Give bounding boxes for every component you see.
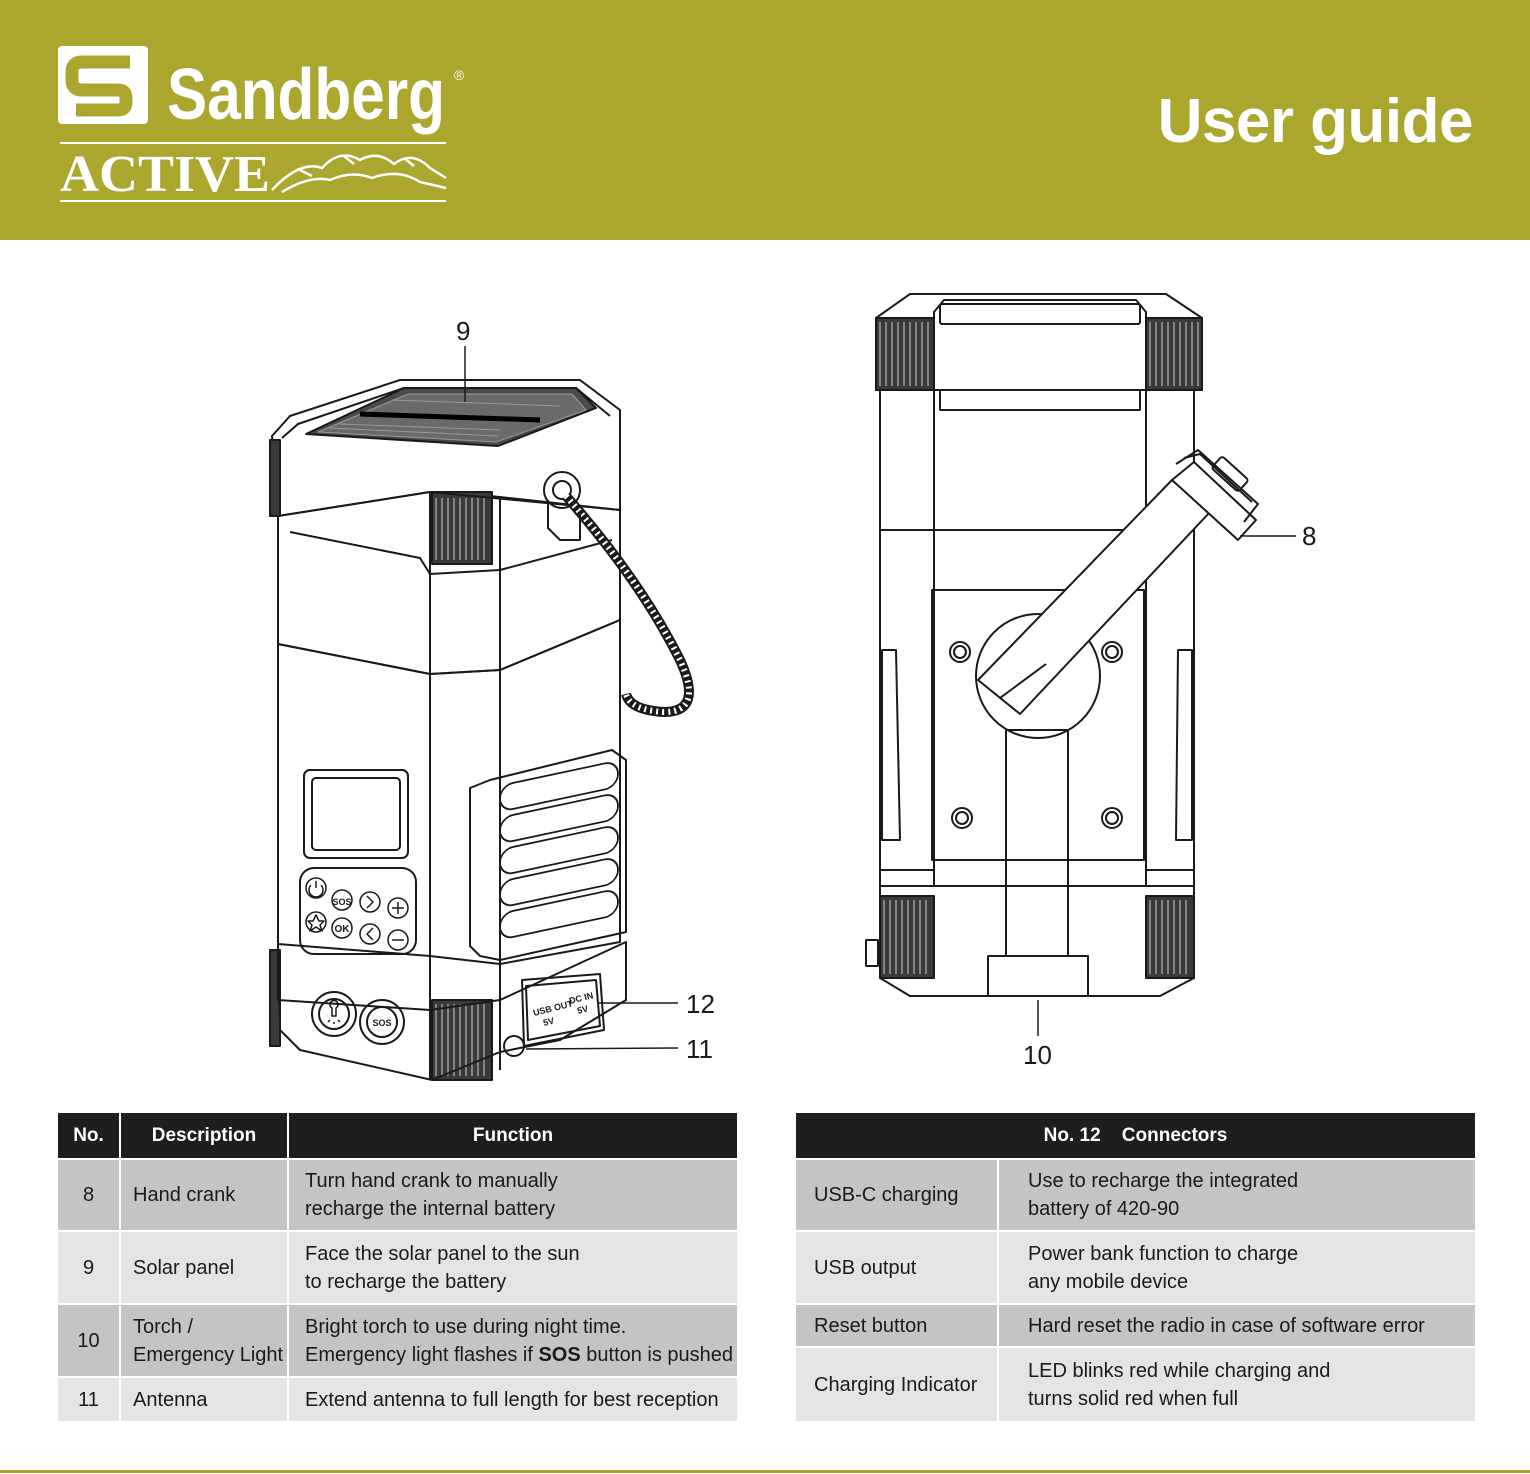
crank-plate — [931, 589, 1145, 861]
table-row: 10 Torch / Emergency Light Bright torch … — [58, 1303, 737, 1377]
port-cover — [521, 973, 605, 1047]
sos-button-label: SOS — [372, 1018, 391, 1028]
callout-9: 9 — [456, 316, 471, 346]
radio-front-view: SOS OK SOS USB OUT 5V — [269, 379, 694, 1081]
hand-crank — [975, 449, 1259, 997]
connector-func: Use to recharge the integrated battery o… — [998, 1158, 1475, 1231]
usb-out-label: USB OUT — [532, 998, 574, 1018]
table-row: Reset button Hard reset the radio in cas… — [796, 1303, 1475, 1347]
callout-11: 11 — [686, 1034, 713, 1064]
row-desc: Antenna — [120, 1376, 289, 1421]
header-band: Sandberg ® ACTIVE User guide — [0, 0, 1530, 240]
connector-name: Reset button — [796, 1303, 999, 1347]
callout-12: 12 — [686, 989, 715, 1019]
row-no: 9 — [58, 1230, 121, 1304]
sos-button — [359, 999, 405, 1045]
antenna-knob — [503, 1035, 525, 1057]
connectors-table: No. 12 Connectors USB-C charging Use to … — [796, 1113, 1475, 1421]
brand-wordmark: Sandberg — [167, 55, 445, 135]
usb-out-voltage: 5V — [542, 1016, 555, 1028]
connectors-header: No. 12 Connectors — [796, 1113, 1475, 1159]
row-no: 11 — [58, 1376, 121, 1421]
table-row: USB-C charging Use to recharge the integ… — [796, 1158, 1475, 1231]
registered-mark: ® — [454, 67, 465, 83]
sos-key-label: SOS — [332, 897, 351, 907]
row-func: Face the solar panel to the sun to recha… — [288, 1230, 737, 1304]
solar-panel — [305, 387, 597, 447]
row-desc: Torch / Emergency Light — [120, 1303, 289, 1377]
dc-in-label: DC IN — [568, 990, 594, 1006]
table-row: 11 Antenna Extend antenna to full length… — [58, 1376, 737, 1421]
footer-rule — [0, 1470, 1530, 1473]
row-no: 10 — [58, 1303, 121, 1377]
speaker-grille — [469, 749, 627, 961]
row-func: Turn hand crank to manually recharge the… — [288, 1158, 737, 1231]
dc-in-voltage: 5V — [576, 1004, 589, 1016]
ok-key-label: OK — [335, 924, 351, 935]
connector-name: Charging Indicator — [796, 1346, 999, 1421]
keypad — [299, 867, 417, 955]
parts-table: No. Description Function 8 Hand crank Tu… — [58, 1113, 737, 1421]
header-no: No. — [58, 1113, 121, 1159]
row-desc: Hand crank — [120, 1158, 289, 1231]
page-title: User guide — [1157, 87, 1474, 156]
mountain-icon — [271, 154, 447, 194]
sandberg-active-logo: Sandberg ® ACTIVE — [58, 46, 465, 203]
torch-button — [311, 991, 357, 1037]
connector-func: LED blinks red while charging and turns … — [998, 1346, 1475, 1421]
table-row: 9 Solar panel Face the solar panel to th… — [58, 1230, 737, 1304]
lcd-display — [303, 769, 409, 859]
connector-name: USB-C charging — [796, 1158, 999, 1231]
row-desc: Solar panel — [120, 1230, 289, 1304]
connector-name: USB output — [796, 1230, 999, 1304]
product-drawings: SOS OK SOS USB OUT 5V — [269, 293, 1296, 1081]
callout-8: 8 — [1302, 521, 1317, 551]
row-func: Bright torch to use during night time. E… — [288, 1303, 737, 1377]
table-row: 8 Hand crank Turn hand crank to manually… — [58, 1158, 737, 1231]
strap-mount — [543, 471, 581, 509]
callout-10: 10 — [1023, 1040, 1052, 1070]
header-description: Description — [120, 1113, 289, 1159]
row-func: Extend antenna to full length for best r… — [288, 1376, 737, 1421]
header-function: Function — [288, 1113, 737, 1159]
radio-side-view — [865, 293, 1259, 997]
row-no: 8 — [58, 1158, 121, 1231]
table-row: Charging Indicator LED blinks red while … — [796, 1346, 1475, 1421]
connector-func: Hard reset the radio in case of software… — [998, 1303, 1475, 1347]
table-row: USB output Power bank function to charge… — [796, 1230, 1475, 1304]
sub-brand-wordmark: ACTIVE — [60, 146, 270, 203]
connector-func: Power bank function to charge any mobile… — [998, 1230, 1475, 1304]
